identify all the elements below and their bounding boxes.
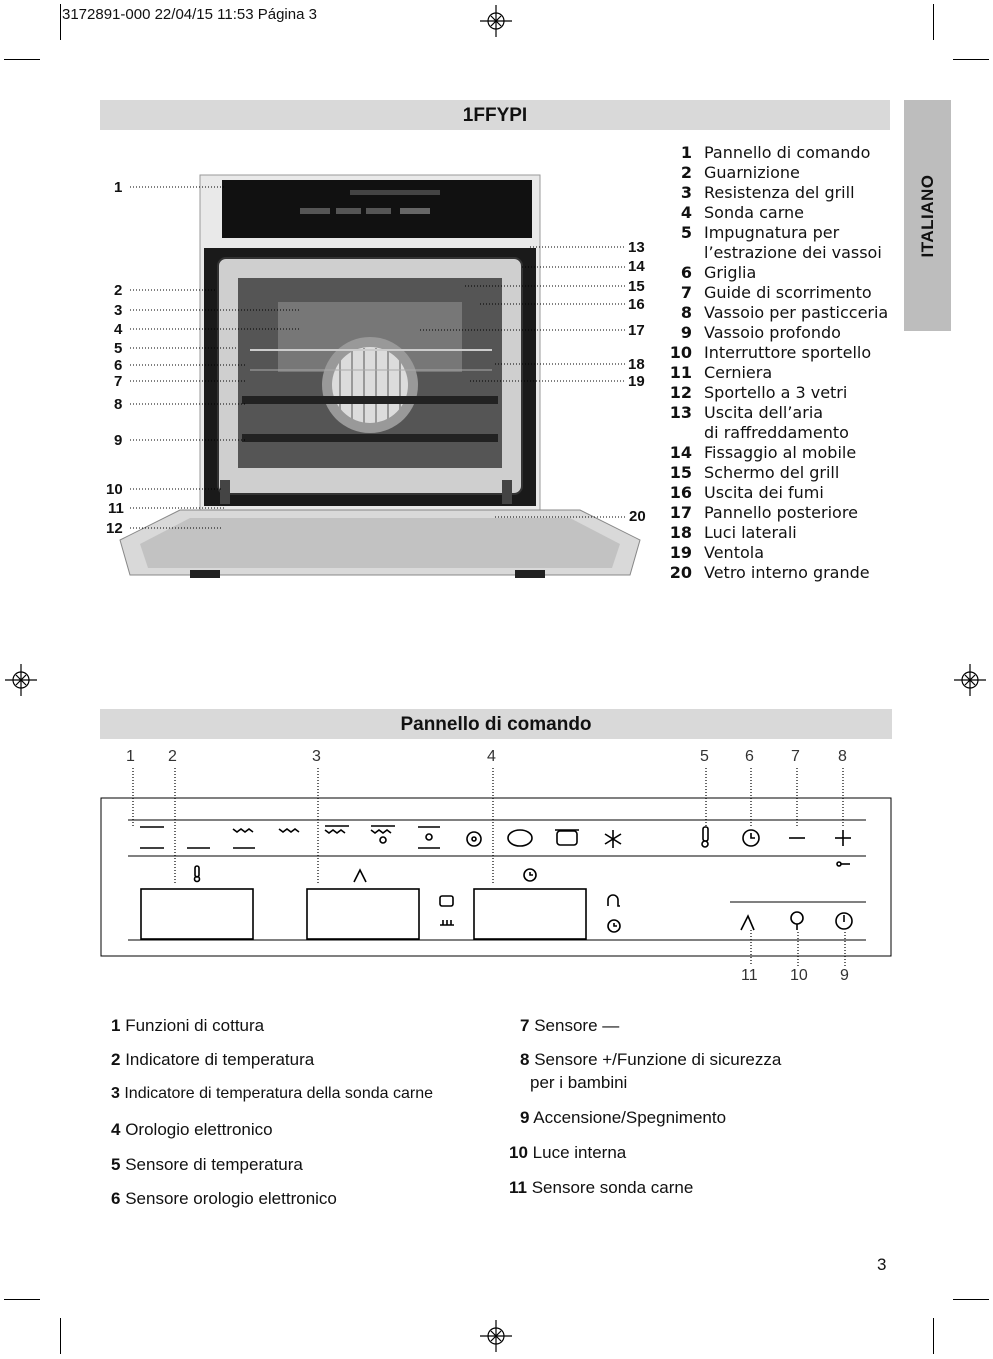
panel-callout: 11 <box>741 967 758 984</box>
crop-mark <box>953 1299 989 1300</box>
oven-callout: 20 <box>629 508 646 525</box>
panel-callout: 5 <box>700 748 709 765</box>
print-header: 3172891-000 22/04/15 11:53 Página 3 <box>62 6 317 23</box>
crop-mark <box>60 4 61 40</box>
legend-item: 1 Funzioni di cottura <box>111 1016 265 1035</box>
panel-callout: 9 <box>840 967 849 984</box>
oven-callout: 13 <box>628 239 645 256</box>
panel-callout: 1 <box>126 748 135 765</box>
oven-callout: 14 <box>628 258 645 275</box>
legend-item: 10 Luce interna <box>509 1143 627 1162</box>
legend-item: 8 Sensore +/Funzione di sicurezza <box>520 1050 782 1069</box>
crop-mark <box>933 1318 934 1354</box>
oven-callout: 18 <box>628 356 645 373</box>
parts-list-item: l’estrazione dei vassoi <box>704 243 882 262</box>
panel-title: Pannello di comando <box>100 709 892 739</box>
oven-callout: 9 <box>114 432 123 449</box>
panel-callout: 4 <box>487 748 496 765</box>
panel-callout: 10 <box>790 967 808 984</box>
page-number: 3 <box>877 1255 887 1274</box>
oven-callout: 3 <box>114 302 123 319</box>
oven-illustration <box>119 174 641 578</box>
oven-callout: 7 <box>114 373 123 390</box>
panel-callout: 2 <box>168 748 177 765</box>
oven-callout: 12 <box>106 520 123 537</box>
oven-callout: 8 <box>114 396 123 413</box>
oven-callout: 17 <box>628 322 645 339</box>
model-title: 1FFYPI <box>100 100 890 130</box>
oven-callout: 5 <box>114 340 123 357</box>
language-tab: ITALIANO <box>904 100 951 331</box>
legend-item: 6 Sensore orologio elettronico <box>111 1189 337 1208</box>
oven-callout: 19 <box>628 373 645 390</box>
crop-mark <box>60 1318 61 1354</box>
legend-item: 4 Orologio elettronico <box>111 1120 273 1139</box>
crop-mark <box>953 59 989 60</box>
oven-callout: 2 <box>114 282 123 299</box>
panel-callout: 6 <box>745 748 754 765</box>
crop-mark <box>933 4 934 40</box>
oven-callout: 15 <box>628 278 645 295</box>
legend-item: per i bambini <box>530 1073 628 1092</box>
crop-mark <box>4 1299 40 1300</box>
panel-callout: 3 <box>312 748 321 765</box>
legend-item: 3 Indicatore di temperatura della sonda … <box>111 1085 433 1102</box>
oven-callout: 6 <box>114 357 123 374</box>
legend-item: 11 Sensore sonda carne <box>509 1178 694 1197</box>
oven-callout: 16 <box>628 296 645 313</box>
panel-callout: 8 <box>838 748 847 765</box>
legend-item: 9 Accensione/Spegnimento <box>520 1108 727 1127</box>
legend-item: 5 Sensore di temperatura <box>111 1155 303 1174</box>
oven-callout: 10 <box>106 481 123 498</box>
oven-callout: 11 <box>108 500 124 517</box>
oven-callout: 1 <box>114 179 123 196</box>
legend-item: 7 Sensore — <box>520 1016 620 1035</box>
crop-mark <box>4 59 40 60</box>
legend-item: 2 Indicatore di temperatura <box>111 1050 315 1069</box>
oven-callout: 4 <box>114 321 123 338</box>
panel-callout: 7 <box>791 748 800 765</box>
parts-list-item: di raffreddamento <box>704 423 849 442</box>
